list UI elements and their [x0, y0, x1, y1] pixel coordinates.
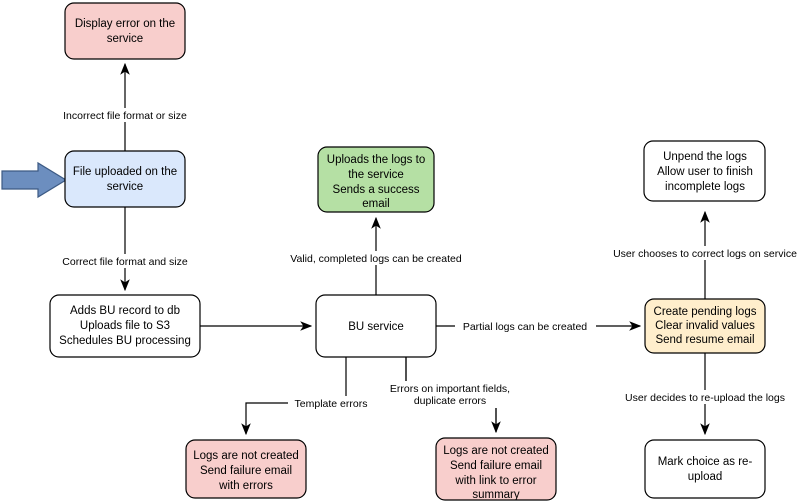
unpend-logs-node-line1: Unpend the logs — [663, 151, 747, 163]
display-error-node-shape[interactable] — [64, 2, 186, 60]
file-uploaded-node-line2: service — [107, 181, 143, 193]
create-pending-logs-node[interactable]: Create pending logs Clear invalid values… — [644, 298, 766, 354]
adds-bu-record-node-line2: Uploads file to S3 — [80, 320, 170, 332]
edge-label-partial-logs-text: Partial logs can be created — [463, 321, 587, 333]
uploads-logs-success-node-line1: Uploads the logs to — [327, 154, 425, 166]
bu-service-node-shape[interactable] — [315, 294, 437, 358]
logs-not-created-error-summary-node-line3: with link to error — [454, 475, 536, 487]
edge-label-template-errors-text: Template errors — [295, 398, 368, 410]
adds-bu-record-node-shape[interactable] — [49, 294, 201, 358]
edge-label-incorrect-format-text: Incorrect file format or size — [63, 110, 187, 122]
file-uploaded-node-shape[interactable] — [64, 150, 186, 208]
nodes-layer: Display error on the service File upload… — [49, 2, 766, 501]
mark-choice-as-reupload-node-shape[interactable] — [644, 439, 766, 499]
edge-label-errors-important-fields-line1: Errors on important fields, — [390, 383, 510, 395]
display-error-node-line1: Display error on the — [75, 18, 175, 30]
bu-service-node[interactable]: BU service — [315, 294, 437, 358]
edge-label-errors-important-fields: Errors on important fields, duplicate er… — [389, 382, 511, 408]
unpend-logs-node-line3: incomplete logs — [665, 181, 745, 193]
uploads-logs-success-node-shape[interactable] — [317, 146, 435, 213]
display-error-node-line2: service — [107, 33, 143, 45]
adds-bu-record-node-line3: Schedules BU processing — [59, 335, 191, 347]
edge-labels-layer: Incorrect file format or size Correct fi… — [53, 108, 801, 410]
uploads-logs-success-node[interactable]: Uploads the logs to the service Sends a … — [317, 146, 435, 213]
logs-not-created-error-summary-node-line4: summary — [472, 489, 520, 501]
edge-label-template-errors: Template errors — [288, 396, 374, 410]
create-pending-logs-node-line2: Clear invalid values — [655, 320, 755, 332]
edge-label-correct-format: Correct file format and size — [55, 254, 195, 268]
edge-label-errors-important-fields-line2: duplicate errors — [414, 395, 486, 407]
edge-label-correct-format-text: Correct file format and size — [62, 256, 188, 268]
edge-label-incorrect-format: Incorrect file format or size — [53, 108, 197, 122]
logs-not-created-template-errors-node[interactable]: Logs are not created Send failure email … — [185, 439, 307, 499]
uploads-logs-success-node-line4: email — [362, 198, 389, 210]
logs-not-created-error-summary-node-line1: Logs are not created — [443, 445, 549, 457]
edge-label-user-corrects-logs: User chooses to correct logs on service — [607, 246, 801, 260]
adds-bu-record-node[interactable]: Adds BU record to db Uploads file to S3 … — [49, 294, 201, 358]
uploads-logs-success-node-line3: Sends a success — [333, 184, 420, 196]
edge-label-valid-completed-logs-text: Valid, completed logs can be created — [290, 253, 462, 265]
edge-label-partial-logs: Partial logs can be created — [455, 319, 596, 333]
unpend-logs-node[interactable]: Unpend the logs Allow user to finish inc… — [643, 140, 766, 202]
create-pending-logs-node-line1: Create pending logs — [654, 306, 757, 318]
file-uploaded-node-line1: File uploaded on the — [73, 166, 177, 178]
logs-not-created-template-errors-node-line2: Send failure email — [200, 465, 292, 477]
logs-not-created-template-errors-node-line3: with errors — [218, 480, 273, 492]
mark-choice-as-reupload-node-line2: upload — [688, 471, 723, 483]
uploads-logs-success-node-line2: the service — [348, 169, 404, 181]
logs-not-created-template-errors-node-line1: Logs are not created — [193, 450, 299, 462]
mark-choice-as-reupload-node-line1: Mark choice as re- — [658, 456, 753, 468]
edge-label-valid-completed-logs: Valid, completed logs can be created — [283, 251, 469, 265]
bu-service-node-line1: BU service — [348, 321, 404, 333]
entry-arrow-indicator — [1, 161, 68, 199]
adds-bu-record-node-line1: Adds BU record to db — [70, 305, 180, 317]
edge-label-user-reuploads: User decides to re-upload the logs — [620, 390, 790, 404]
create-pending-logs-node-line3: Send resume email — [655, 334, 754, 346]
logs-not-created-template-errors-node-shape[interactable] — [185, 439, 307, 499]
file-uploaded-node[interactable]: File uploaded on the service — [64, 150, 186, 208]
unpend-logs-node-shape[interactable] — [643, 140, 766, 202]
edge-label-user-reuploads-text: User decides to re-upload the logs — [625, 392, 785, 404]
unpend-logs-node-line2: Allow user to finish — [657, 166, 753, 178]
mark-choice-as-reupload-node[interactable]: Mark choice as re- upload — [644, 439, 766, 499]
edge-label-user-corrects-logs-text: User chooses to correct logs on service — [613, 248, 797, 260]
logs-not-created-error-summary-node-shape[interactable] — [435, 437, 557, 501]
display-error-node[interactable]: Display error on the service — [64, 2, 186, 60]
create-pending-logs-node-shape[interactable] — [644, 298, 766, 354]
edge-template-errors-line[interactable] — [241, 357, 347, 436]
logs-not-created-error-summary-node[interactable]: Logs are not created Send failure email … — [435, 437, 557, 501]
logs-not-created-error-summary-node-line2: Send failure email — [450, 460, 542, 472]
